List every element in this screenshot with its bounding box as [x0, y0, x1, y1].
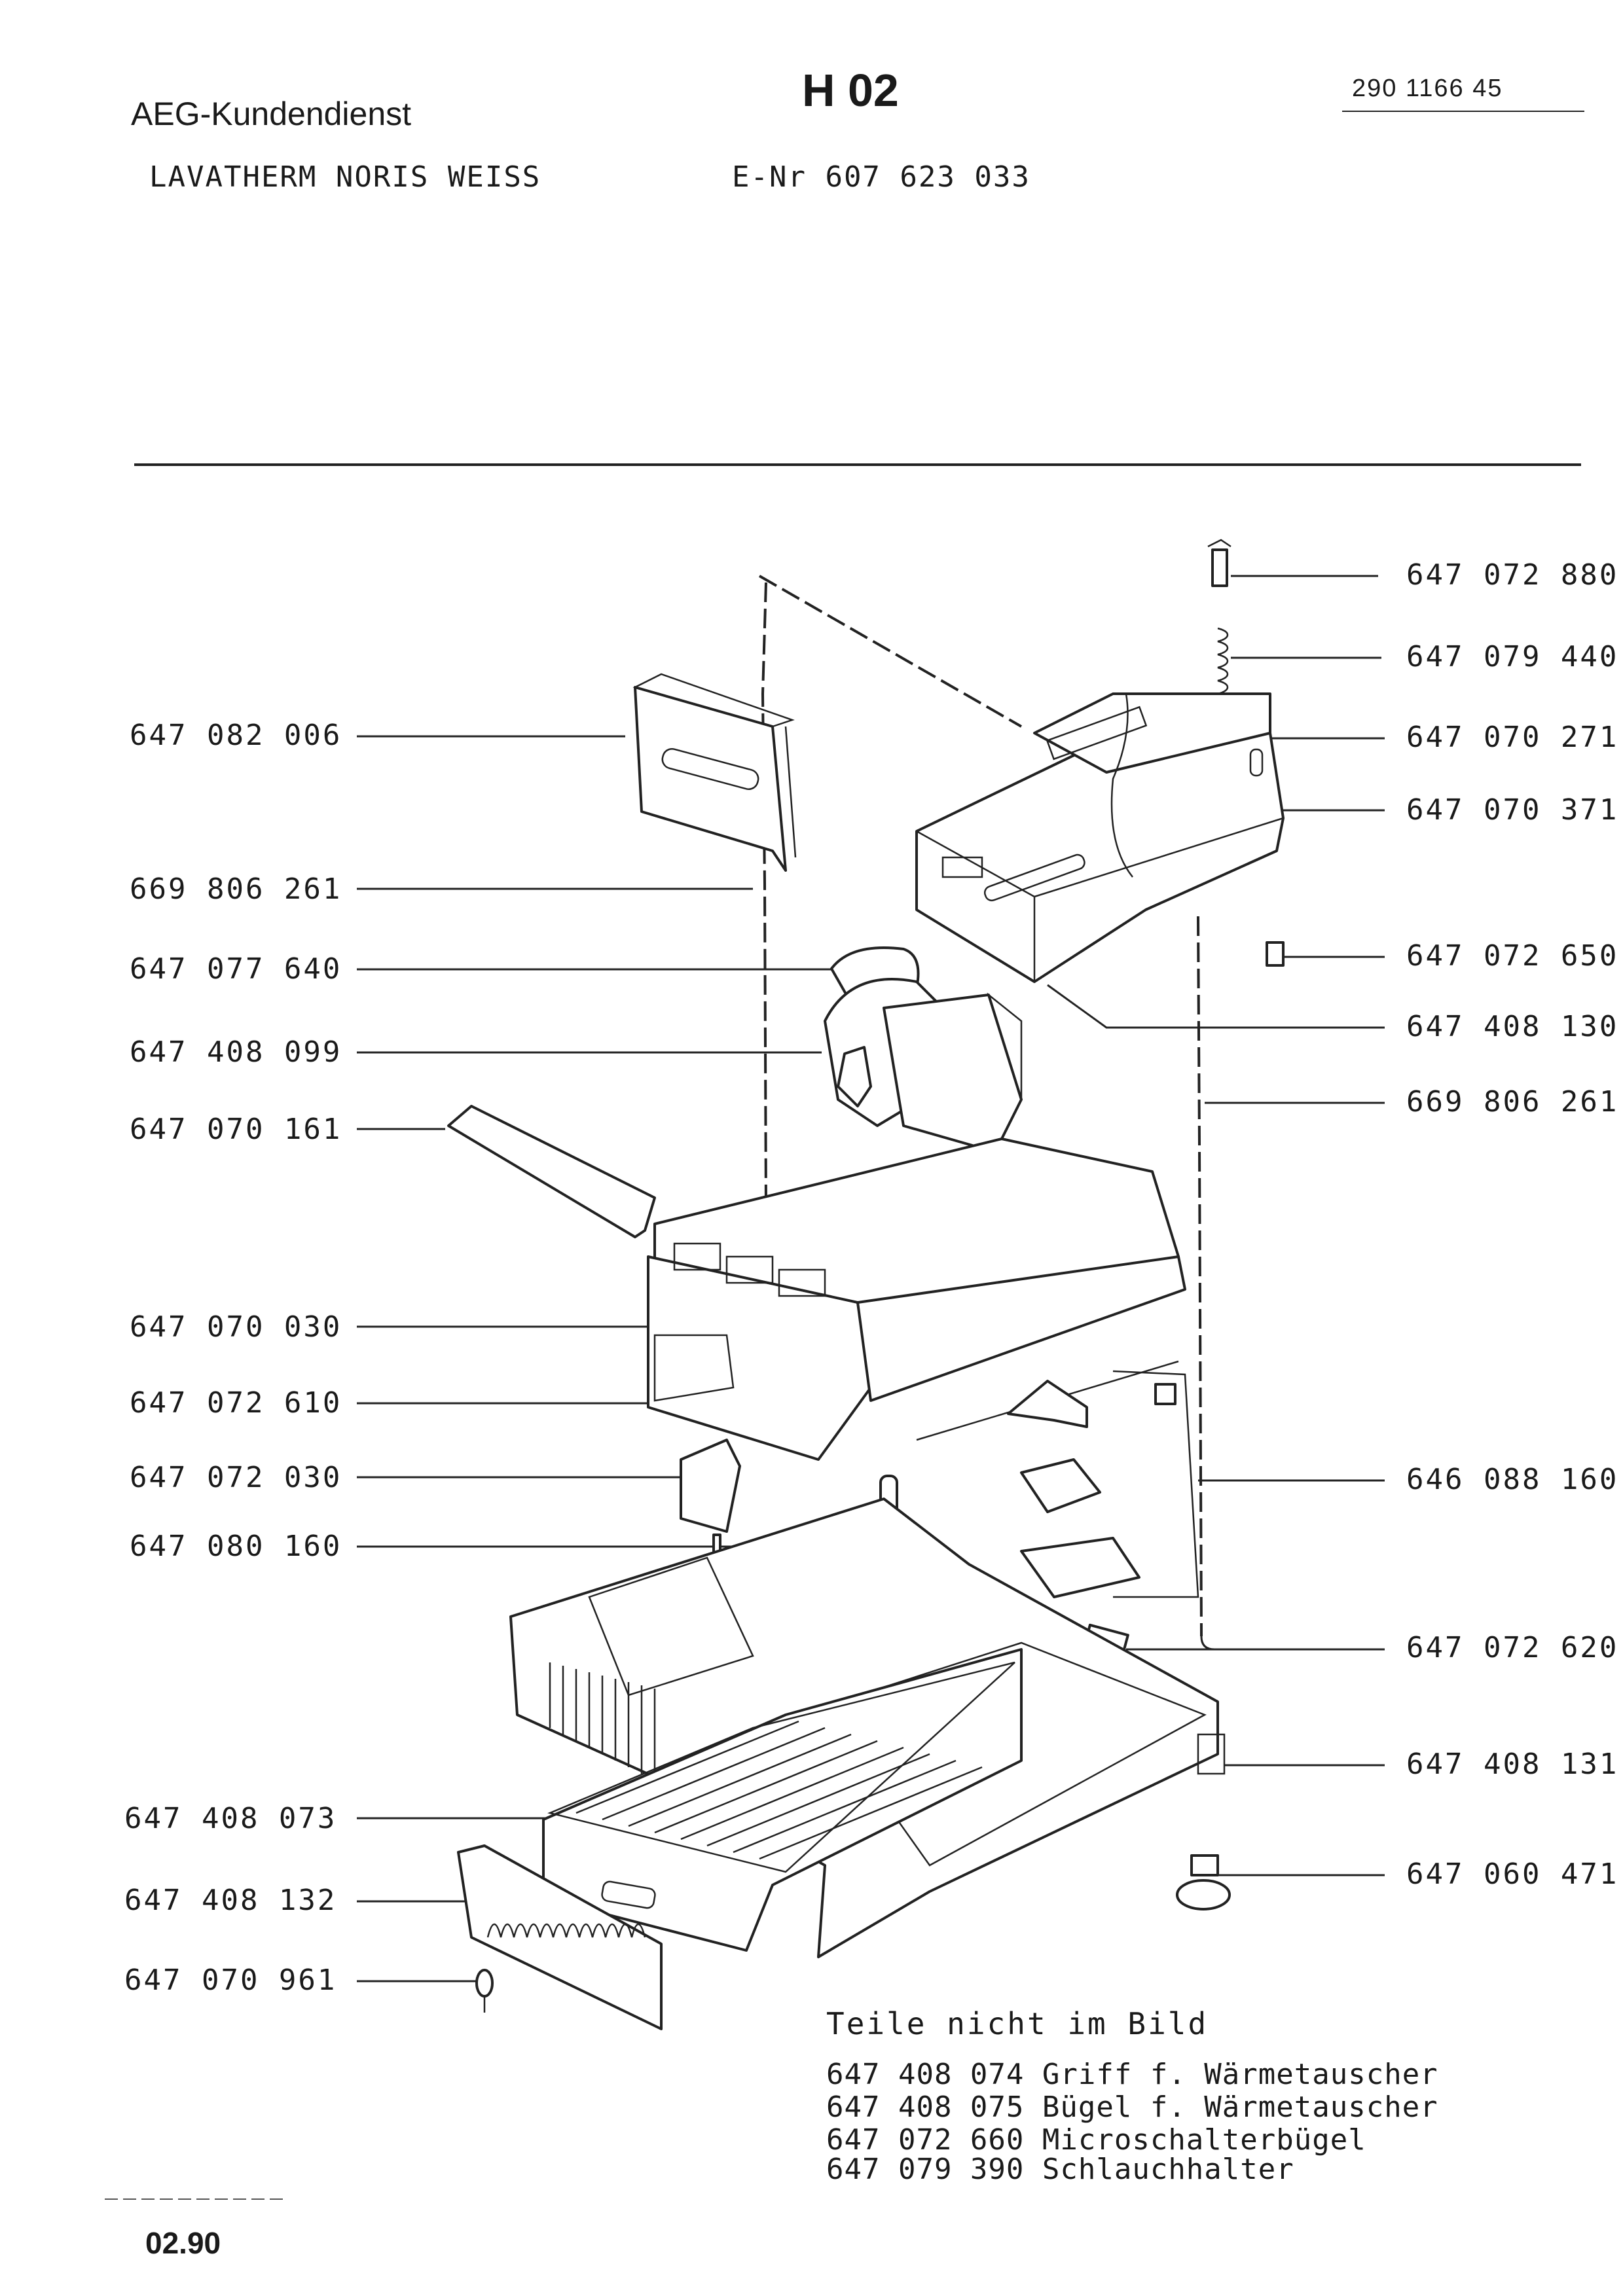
part-647-079-440 — [1217, 627, 1229, 695]
part-number-right-3: 647 070 271 — [1406, 721, 1619, 754]
not-shown-heading: Teile nicht im Bild — [826, 2006, 1209, 2041]
part-647-082-006 — [632, 673, 797, 872]
part-647-072-650 — [1266, 941, 1285, 967]
part-number-right-7: 669 806 261 — [1406, 1085, 1619, 1119]
document-reference: 290 1166 45 — [1352, 75, 1503, 102]
part-number-right-5: 647 072 650 — [1406, 939, 1619, 973]
base-grille — [549, 1662, 656, 1780]
part-647-072-030 — [680, 1439, 741, 1533]
part-number-left-6: 647 070 030 — [130, 1310, 342, 1344]
not-shown-item-2: 647 408 075 Bügel f. Wärmetauscher — [826, 2090, 1438, 2124]
page-code: H 02 — [802, 65, 899, 116]
part-number-right-2: 647 079 440 — [1406, 640, 1619, 673]
part-number-left-7: 647 072 610 — [130, 1386, 342, 1420]
part-number-left-3: 647 077 640 — [130, 952, 342, 986]
part-number-right-8: 646 088 160 — [1406, 1463, 1619, 1496]
part-number-right-1: 647 072 880 — [1406, 558, 1619, 592]
part-number-right-4: 647 070 371 — [1406, 793, 1619, 827]
part-647-072-610 — [653, 1334, 735, 1402]
part-number-left-2: 669 806 261 — [130, 872, 342, 906]
part-number-right-11: 647 060 471 — [1406, 1857, 1619, 1891]
not-shown-item-3: 647 072 660 Microschalterbügel — [826, 2123, 1366, 2157]
part-number-left-12: 647 070 961 — [124, 1964, 337, 1997]
part-647-070-161 — [447, 1105, 656, 1238]
part-647-070-030 — [647, 1138, 1186, 1461]
part-number-left-10: 647 408 073 — [124, 1802, 337, 1835]
part-number-left-5: 647 070 161 — [130, 1113, 342, 1146]
not-shown-item-4: 647 079 390 Schlauchhalter — [826, 2153, 1294, 2186]
part-number-left-1: 647 082 006 — [130, 719, 342, 752]
part-number-left-11: 647 408 132 — [124, 1884, 337, 1917]
part-number-left-4: 647 408 099 — [130, 1035, 342, 1069]
issue-date: 02.90 — [145, 2226, 221, 2260]
e-number: E-Nr 607 623 033 — [732, 160, 1030, 194]
part-number-left-8: 647 072 030 — [130, 1461, 342, 1494]
part-fan-duct — [824, 946, 1023, 1153]
model-name: LAVATHERM NORIS WEISS — [149, 160, 541, 194]
part-number-left-9: 647 080 160 — [130, 1530, 342, 1563]
wire-rod-right — [1197, 916, 1203, 1637]
not-shown-item-1: 647 408 074 Griff f. Wärmetauscher — [826, 2058, 1438, 2091]
part-647-070-961 — [475, 1969, 494, 2013]
part-number-right-9: 647 072 620 — [1406, 1631, 1619, 1664]
part-number-right-10: 647 408 131 — [1406, 1748, 1619, 1781]
part-647-408-132 — [457, 1844, 663, 2030]
part-647-072-880 — [1207, 539, 1231, 587]
part-647-060-471 — [1176, 1854, 1231, 1910]
part-647-408-073 — [542, 1648, 1023, 1952]
wire-rod-right-hook — [1200, 1636, 1215, 1651]
wire-rod-top — [759, 575, 1022, 728]
part-number-right-6: 647 408 130 — [1406, 1010, 1619, 1043]
part-condensate-housing — [915, 692, 1285, 983]
heat-exchanger-fins — [575, 1720, 983, 1860]
brand-title: AEG-Kundendienst — [131, 96, 412, 132]
part-646-088-160-bracket — [1007, 1370, 1199, 1598]
